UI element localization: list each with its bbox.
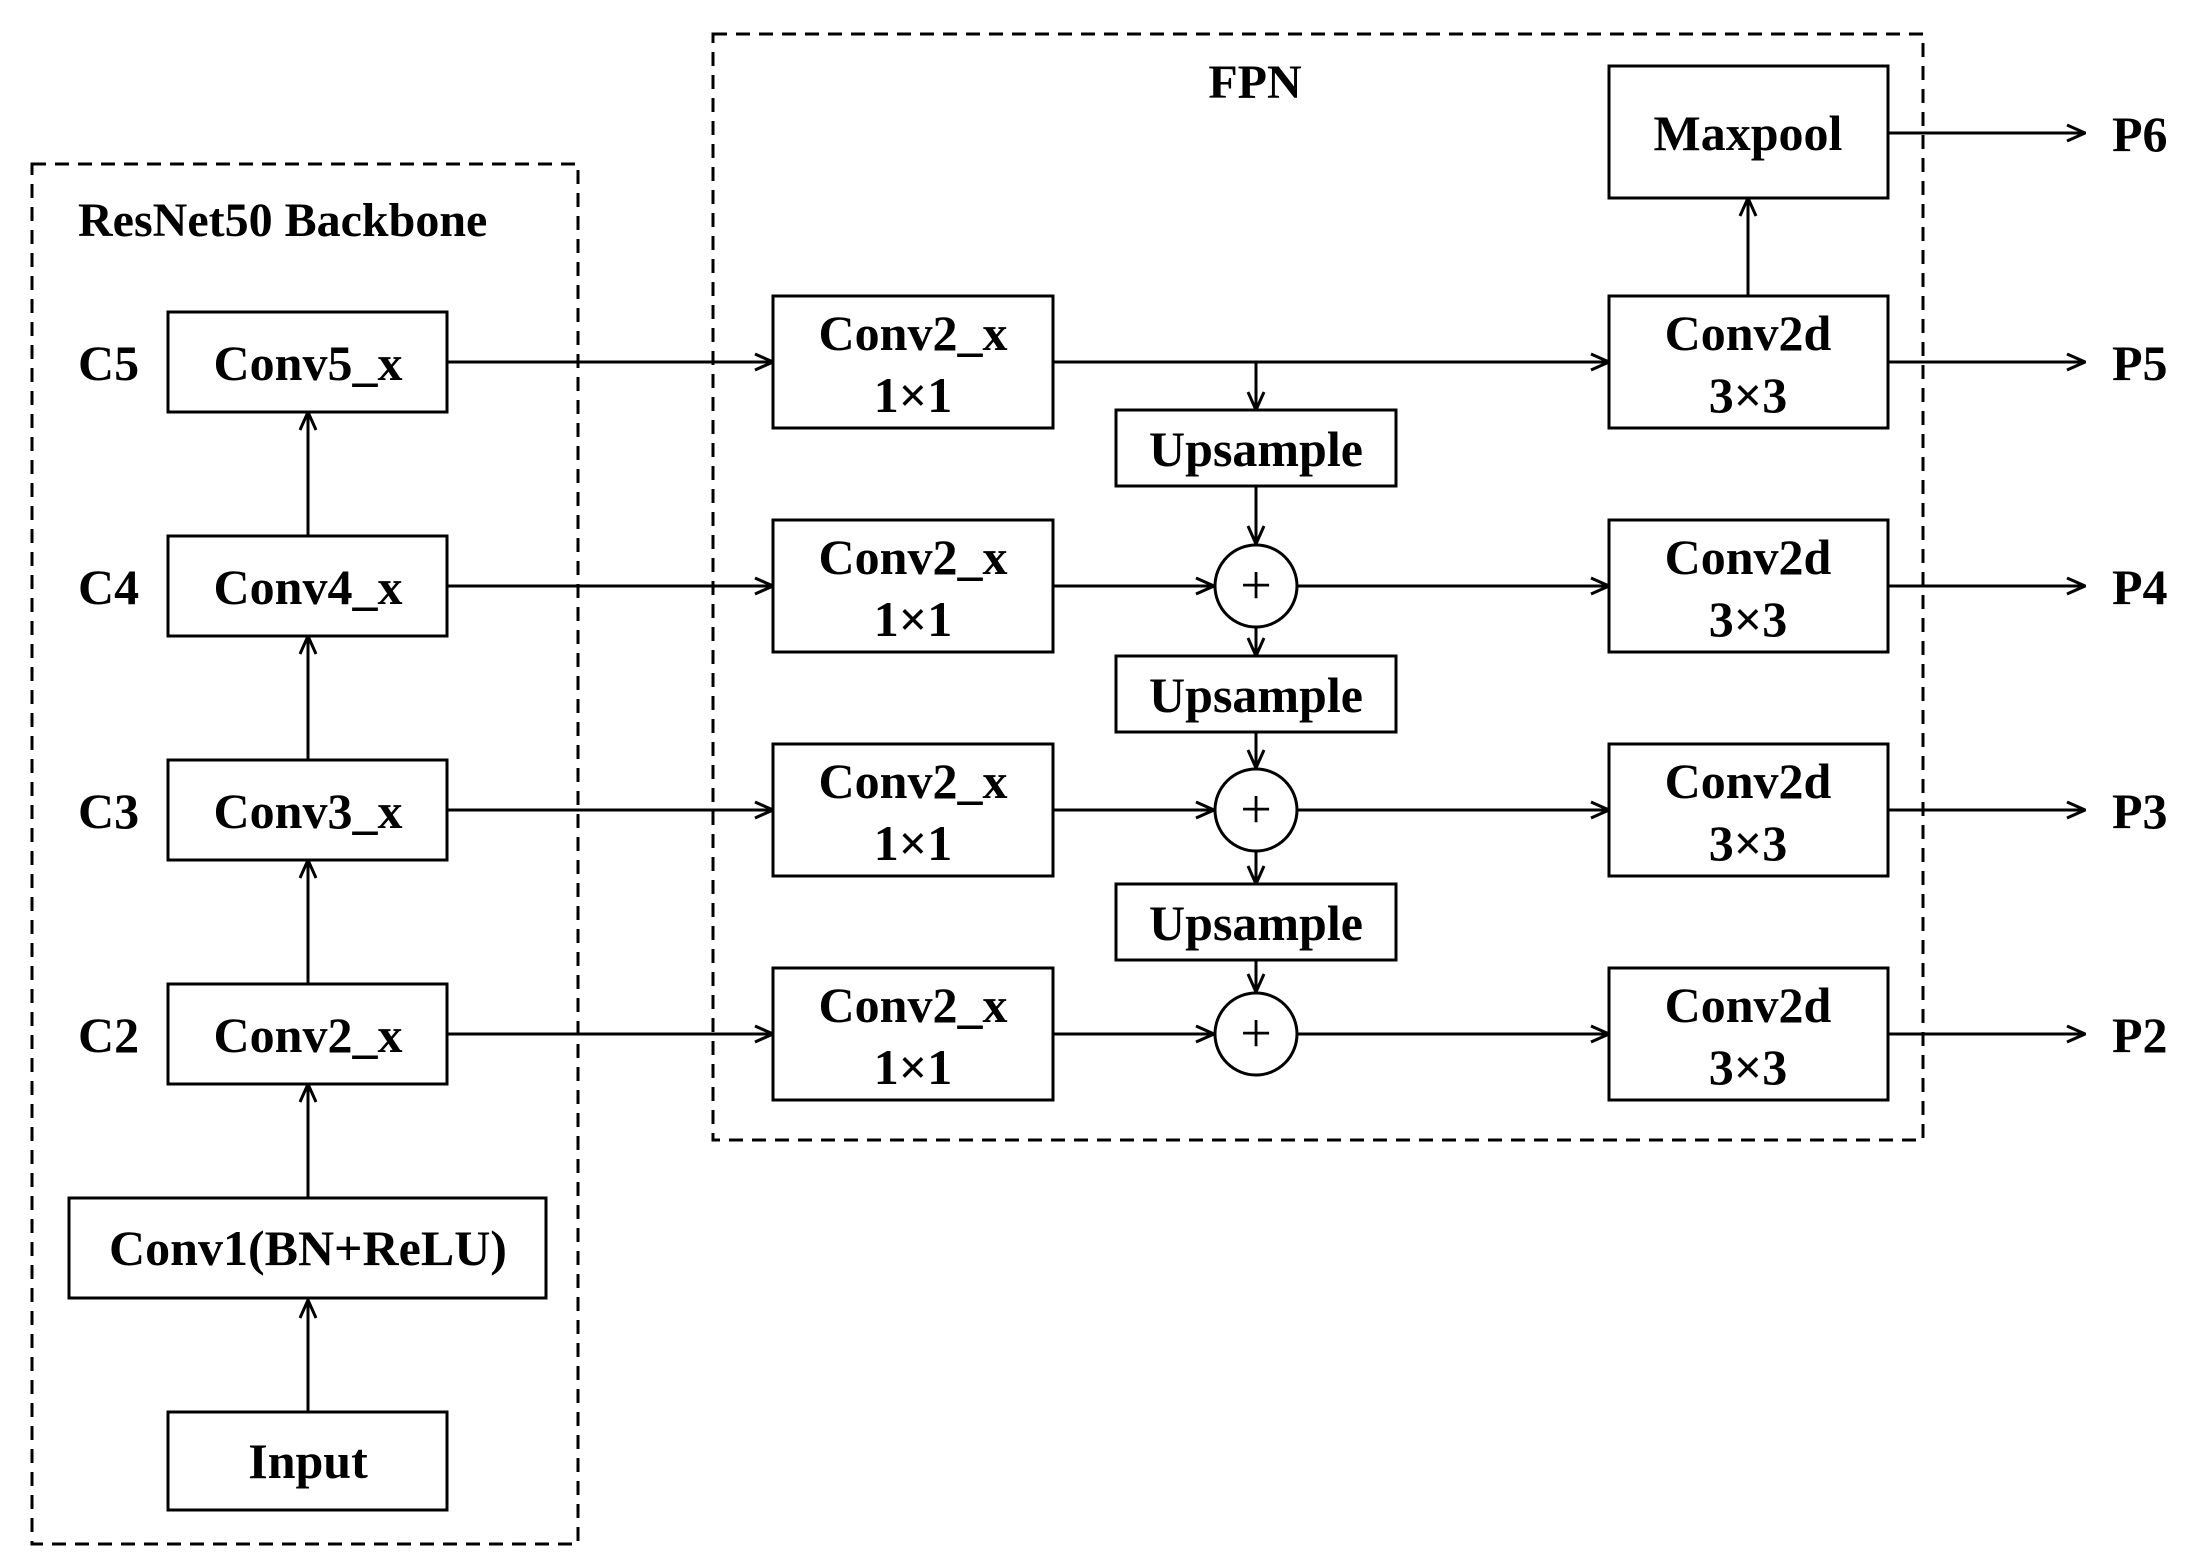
upsample-node-1: Upsample — [1114, 408, 1398, 488]
maxpool-label: Maxpool — [1654, 105, 1843, 161]
lateral-conv-4-line2: 1×1 — [874, 591, 953, 647]
conv1-node: Conv1(BN+ReLU) — [67, 1196, 548, 1300]
output-label-p3: P3 — [2112, 783, 2168, 839]
input-label: Input — [248, 1433, 368, 1489]
upsample-label-1: Upsample — [1149, 421, 1363, 477]
smooth-conv-3-line2: 3×3 — [1709, 815, 1788, 871]
add-symbol-3: + — [1240, 1003, 1272, 1065]
lateral-conv-4-line1: Conv2_x — [819, 529, 1008, 585]
lateral-conv-3-line1: Conv2_x — [819, 753, 1008, 809]
lateral-conv-3: Conv2_x 1×1 — [771, 742, 1055, 878]
backbone-stage-c3: C3 Conv3_x — [78, 758, 449, 862]
fpn-title: FPN — [1208, 56, 1302, 109]
smooth-conv-4: Conv2d 3×3 — [1607, 518, 1890, 654]
upsample-node-2: Upsample — [1114, 654, 1398, 734]
stage-level-c2: C2 — [78, 1007, 139, 1063]
lateral-conv-5: Conv2_x 1×1 — [771, 294, 1055, 430]
lateral-conv-3-line2: 1×1 — [874, 815, 953, 871]
stage-level-c4: C4 — [78, 559, 139, 615]
add-node-1: + — [1213, 543, 1299, 629]
add-symbol-2: + — [1240, 779, 1272, 841]
lateral-conv-2: Conv2_x 1×1 — [771, 966, 1055, 1102]
upsample-label-2: Upsample — [1149, 667, 1363, 723]
stage-label-conv4: Conv4_x — [214, 559, 403, 615]
backbone-stage-c2: C2 Conv2_x — [78, 982, 449, 1086]
upsample-node-3: Upsample — [1114, 882, 1398, 962]
stage-level-c3: C3 — [78, 783, 139, 839]
upsample-label-3: Upsample — [1149, 895, 1363, 951]
smooth-conv-5: Conv2d 3×3 — [1607, 294, 1890, 430]
output-label-p2: P2 — [2112, 1007, 2168, 1063]
backbone-title: ResNet50 Backbone — [78, 194, 487, 247]
add-node-2: + — [1213, 767, 1299, 853]
conv1-label: Conv1(BN+ReLU) — [109, 1220, 507, 1276]
input-node: Input — [166, 1410, 449, 1512]
lateral-conv-5-line2: 1×1 — [874, 367, 953, 423]
stage-label-conv2: Conv2_x — [214, 1007, 403, 1063]
backbone-group-frame — [30, 162, 580, 1546]
smooth-conv-2: Conv2d 3×3 — [1607, 966, 1890, 1102]
lateral-conv-2-line1: Conv2_x — [819, 977, 1008, 1033]
output-label-p4: P4 — [2112, 559, 2168, 615]
smooth-conv-2-line1: Conv2d — [1665, 977, 1832, 1033]
smooth-conv-3-line1: Conv2d — [1665, 753, 1832, 809]
add-symbol-1: + — [1240, 555, 1272, 617]
smooth-conv-5-line2: 3×3 — [1709, 367, 1788, 423]
smooth-conv-3: Conv2d 3×3 — [1607, 742, 1890, 878]
lateral-conv-4: Conv2_x 1×1 — [771, 518, 1055, 654]
smooth-conv-4-line1: Conv2d — [1665, 529, 1832, 585]
output-label-p5: P5 — [2112, 335, 2168, 391]
smooth-conv-2-line2: 3×3 — [1709, 1039, 1788, 1095]
maxpool-node: Maxpool — [1607, 64, 1890, 200]
smooth-conv-5-line1: Conv2d — [1665, 305, 1832, 361]
lateral-conv-2-line2: 1×1 — [874, 1039, 953, 1095]
stage-label-conv5: Conv5_x — [214, 335, 403, 391]
stage-label-conv3: Conv3_x — [214, 783, 403, 839]
backbone-stage-c5: C5 Conv5_x — [78, 310, 449, 414]
stage-level-c5: C5 — [78, 335, 139, 391]
lateral-conv-5-line1: Conv2_x — [819, 305, 1008, 361]
backbone-stage-c4: C4 Conv4_x — [78, 534, 449, 638]
output-label-p6: P6 — [2112, 106, 2168, 162]
add-node-3: + — [1213, 991, 1299, 1077]
smooth-conv-4-line2: 3×3 — [1709, 591, 1788, 647]
